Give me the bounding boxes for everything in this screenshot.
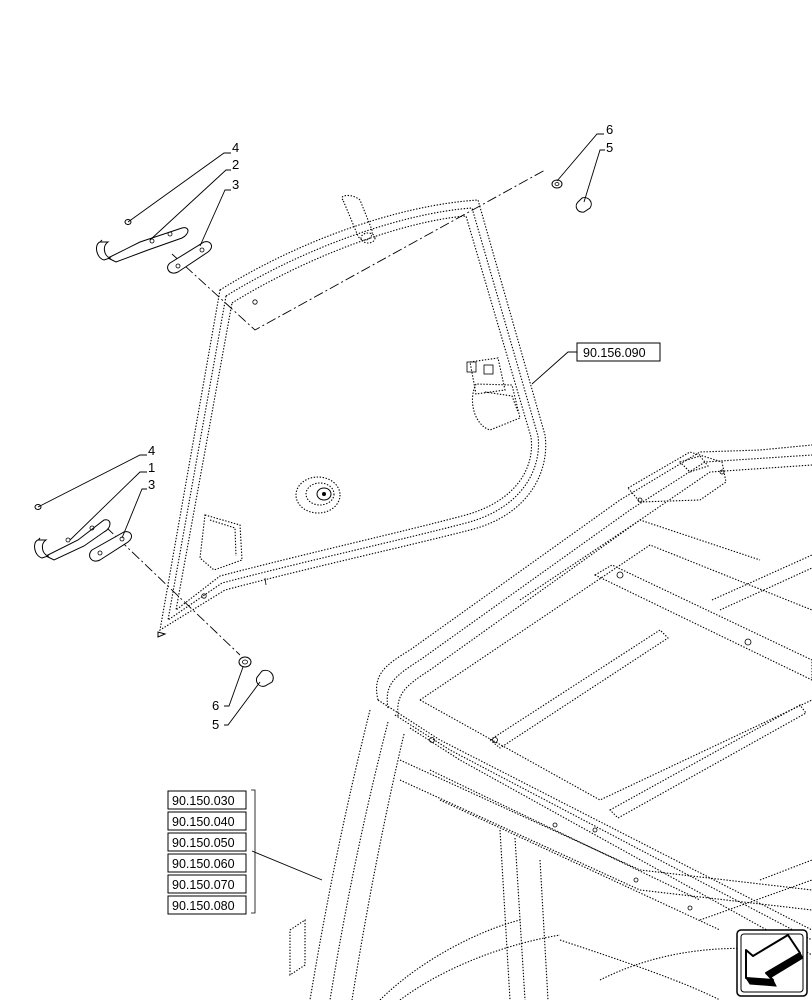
glass-reference-label: 90.156.090 xyxy=(583,346,646,360)
glass-reference[interactable]: 90.156.090 xyxy=(576,342,661,362)
upper-hinge-parts xyxy=(96,219,212,274)
frame-reference-5[interactable]: 90.150.070 xyxy=(167,874,247,894)
upper-washer-nut xyxy=(551,179,592,213)
callout-lower-left-1: 4 xyxy=(148,443,155,458)
lower-washer-nut xyxy=(238,656,274,687)
callout-lower-center-1: 6 xyxy=(212,698,219,713)
view-direction-arrow-icon[interactable] xyxy=(736,929,808,997)
frame-reference-label: 90.150.050 xyxy=(172,836,235,850)
frame-reference-1[interactable]: 90.150.030 xyxy=(167,790,247,810)
frame-reference-3[interactable]: 90.150.050 xyxy=(167,832,247,852)
callout-lower-left-2: 1 xyxy=(148,460,155,475)
wiper-fitting xyxy=(295,476,341,514)
frame-reference-label: 90.150.060 xyxy=(172,857,235,871)
frame-references: 90.150.030 90.150.040 90.150.050 90.150.… xyxy=(167,789,256,915)
rear-glass-panel xyxy=(157,194,547,638)
callout-upper-left-1: 4 xyxy=(232,140,239,155)
latch-assembly xyxy=(466,357,521,431)
frame-reference-label: 90.150.030 xyxy=(172,794,235,808)
callout-upper-left-2: 2 xyxy=(232,157,239,172)
frame-reference-6[interactable]: 90.150.080 xyxy=(167,895,247,915)
callout-lower-center-2: 5 xyxy=(212,717,219,732)
callout-labels: 4 2 3 4 1 3 6 5 6 5 xyxy=(148,122,613,732)
frame-reference-4[interactable]: 90.150.060 xyxy=(167,853,247,873)
frame-reference-label: 90.150.040 xyxy=(172,815,235,829)
callout-upper-right-2: 5 xyxy=(606,140,613,155)
callout-upper-left-3: 3 xyxy=(232,177,239,192)
callout-lower-left-3: 3 xyxy=(148,477,155,492)
cab-frame xyxy=(289,444,812,1000)
frame-reference-label: 90.150.080 xyxy=(172,899,235,913)
lower-hinge-parts xyxy=(34,504,132,562)
frame-reference-label: 90.150.070 xyxy=(172,878,235,892)
callout-upper-right-1: 6 xyxy=(606,122,613,137)
leader-lines xyxy=(37,133,605,881)
frame-reference-2[interactable]: 90.150.040 xyxy=(167,811,247,831)
